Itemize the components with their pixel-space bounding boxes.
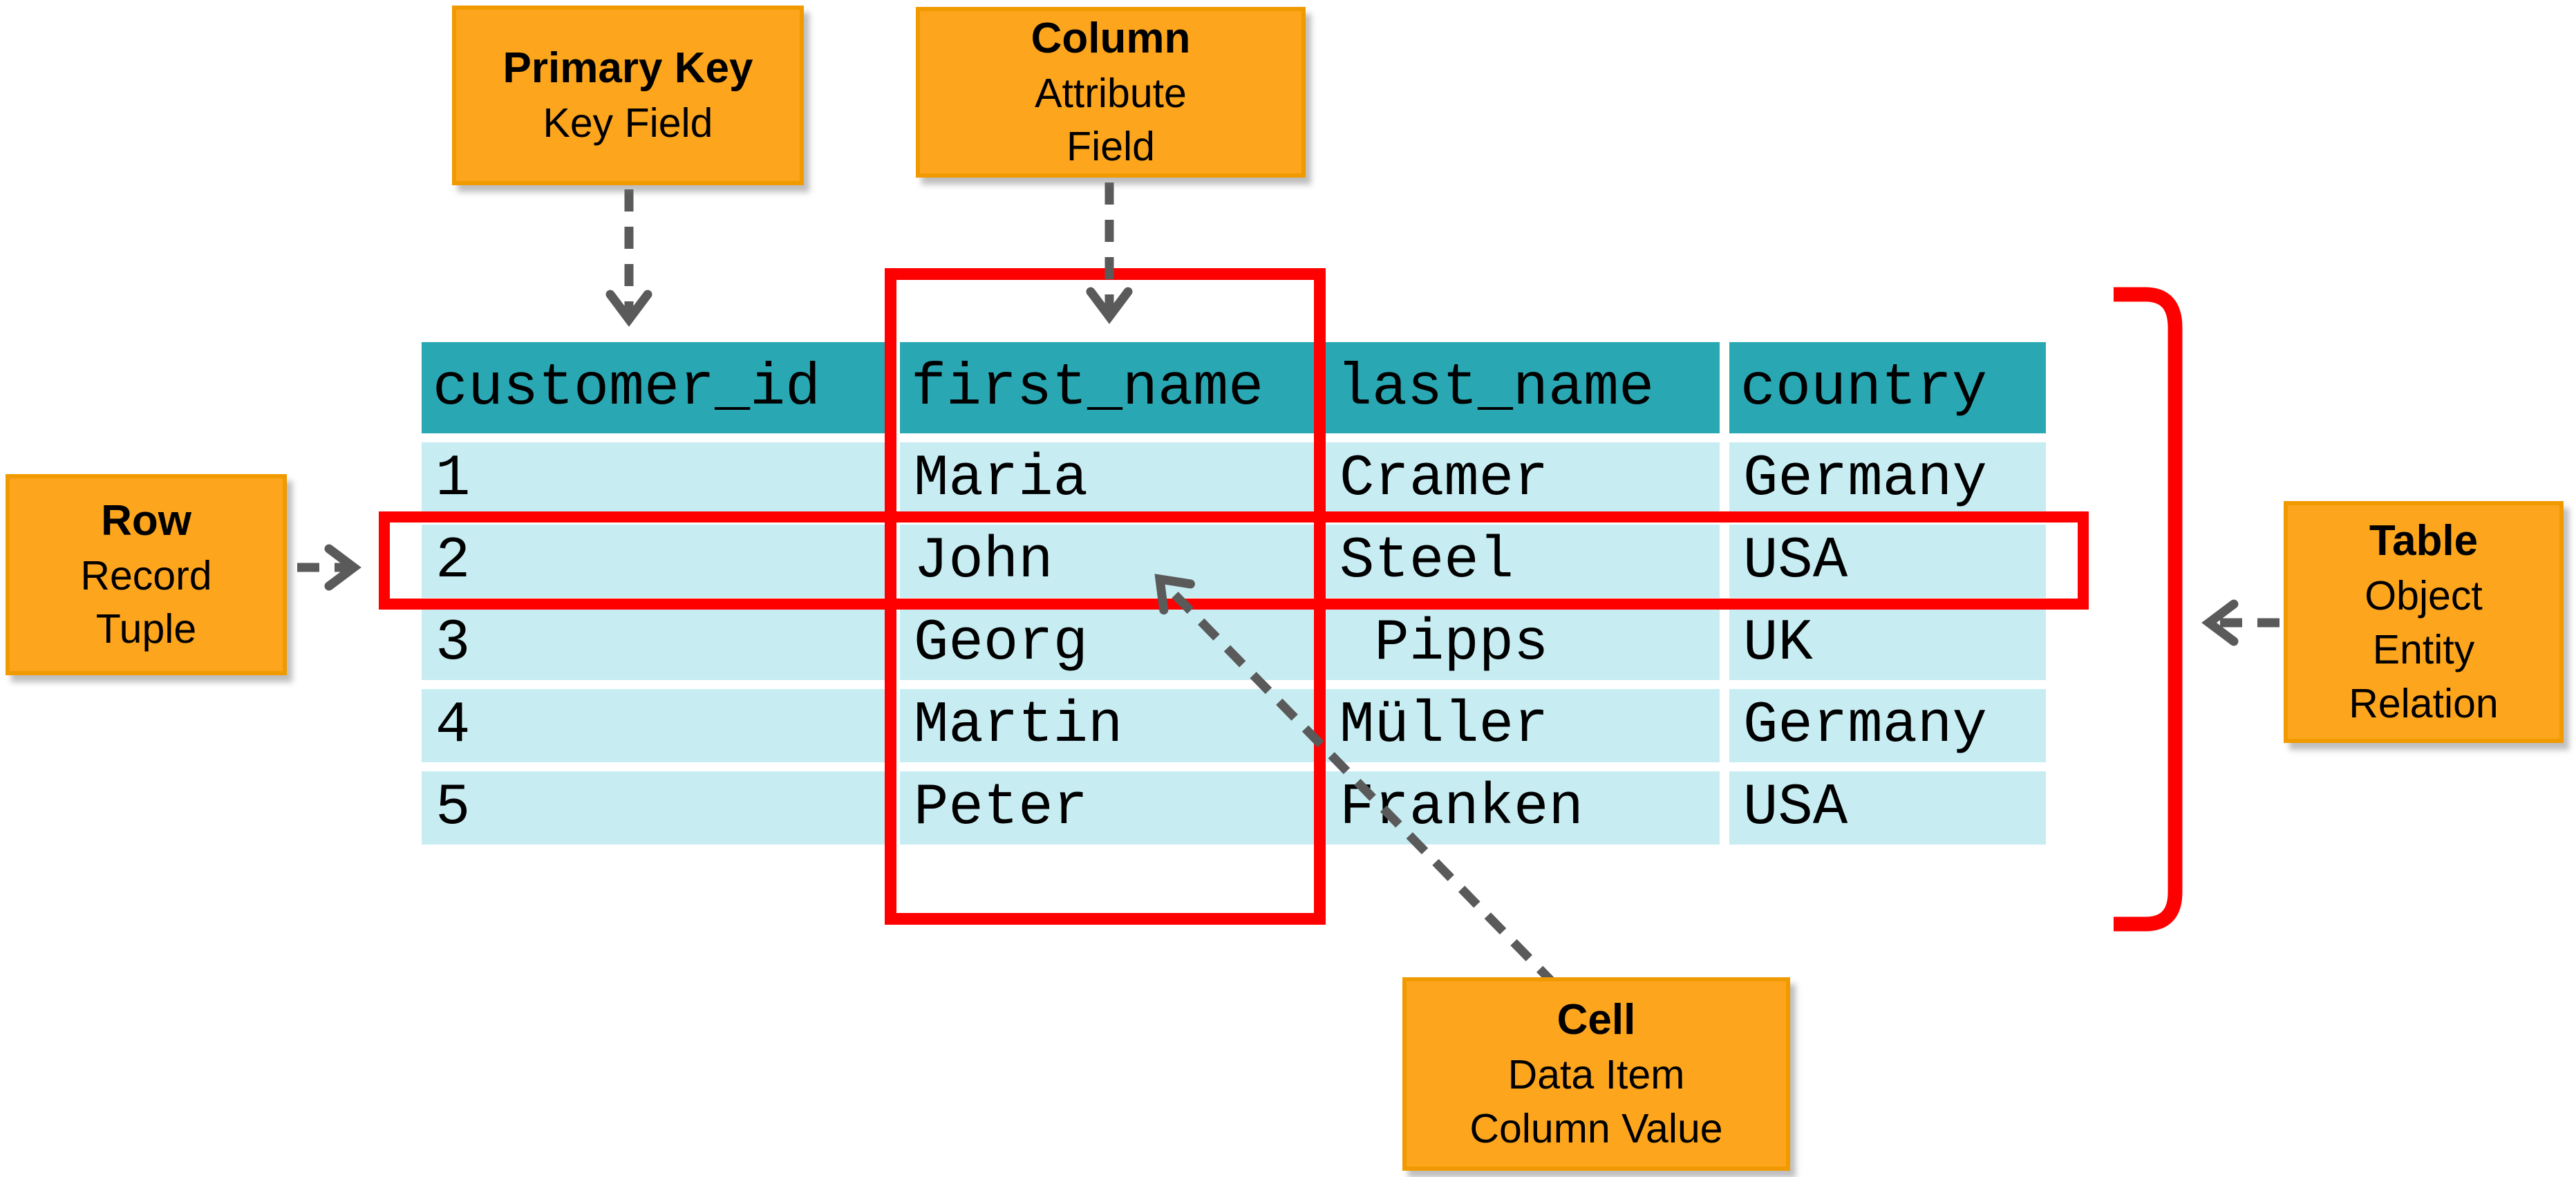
- table-bracket: [2114, 287, 2183, 932]
- table-cell-r5-c4: USA: [1729, 771, 2046, 845]
- callout-line: Record: [80, 552, 212, 599]
- callout-table-title: Table: [2369, 517, 2479, 565]
- callout-line: Tuple: [95, 606, 197, 652]
- callout-primary-key-lines: Key Field: [543, 97, 713, 151]
- callout-cell-title: Cell: [1557, 996, 1636, 1044]
- table-cell-r4-c3: Müller: [1326, 689, 1720, 762]
- table-cell-r3-c4: UK: [1729, 607, 2046, 680]
- table-cell-r3-c1: 3: [422, 607, 890, 680]
- callout-primary-key-title: Primary Key: [502, 44, 753, 93]
- table-cell-r5-c1: 5: [422, 771, 890, 845]
- table-cell-r2-c1: 2: [422, 525, 890, 598]
- callout-line: Data Item: [1507, 1052, 1685, 1098]
- callout-line: Column Value: [1469, 1105, 1723, 1151]
- callout-line: Key Field: [543, 100, 713, 146]
- table-cell-r1-c3: Cramer: [1326, 442, 1720, 516]
- table-cell-r1-c1: 1: [422, 442, 890, 516]
- table-cell-r4-c1: 4: [422, 689, 890, 762]
- callout-line: Relation: [2349, 680, 2499, 726]
- header-cell-country: country: [1729, 342, 2046, 433]
- row-highlight-rect: [379, 511, 2089, 610]
- table-cell-r1-c2: Maria: [900, 442, 1316, 516]
- callout-line: Object: [2365, 573, 2483, 619]
- callout-primary-key: Primary Key Key Field: [452, 6, 804, 185]
- header-cell-customer_id: customer_id: [422, 342, 890, 433]
- table-cell-r3-c3: Pipps: [1326, 607, 1720, 680]
- table-cell-r5-c3: Franken: [1326, 771, 1720, 845]
- header-cell-first_name: first_name: [900, 342, 1316, 433]
- table-cell-r4-c4: Germany: [1729, 689, 2046, 762]
- table-cell-r2-c4: USA: [1729, 525, 2046, 598]
- callout-line: Field: [1066, 124, 1155, 170]
- header-cell-last_name: last_name: [1326, 342, 1720, 433]
- callout-line: Attribute: [1035, 70, 1187, 116]
- callout-row-title: Row: [101, 496, 191, 545]
- callout-column-title: Column: [1031, 14, 1191, 62]
- callout-line: Entity: [2372, 626, 2475, 672]
- table-cell-r1-c4: Germany: [1729, 442, 2046, 516]
